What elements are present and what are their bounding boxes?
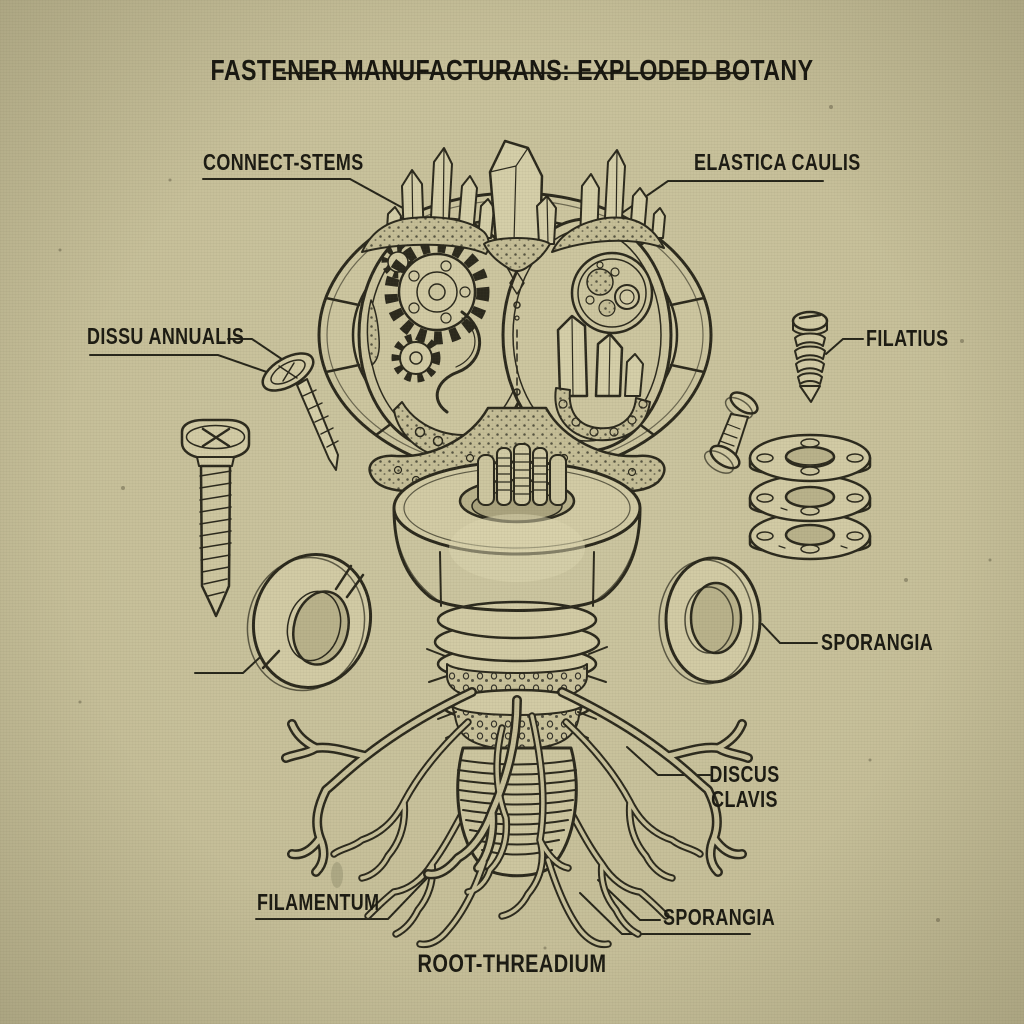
label-connect-stems: CONNECT-STEMS xyxy=(203,149,364,175)
inner-stem-columns xyxy=(477,443,567,506)
label-sporangia-bottom: SPORANGIA xyxy=(663,904,776,930)
slotted-grommet-washer xyxy=(246,552,373,692)
crystal-lobe xyxy=(501,217,673,453)
flange-washer-stack xyxy=(748,433,872,561)
paper-smudge xyxy=(331,862,343,888)
leader-lines xyxy=(89,71,864,935)
label-filatius: FILATIUS xyxy=(866,325,949,351)
label-sporangia-right: SPORANGIA xyxy=(821,629,934,655)
label-filamentum: FILAMENTUM xyxy=(257,889,380,915)
label-discus-clavis: DISCUS CLAVIS xyxy=(709,761,780,812)
angled-countersunk-screw xyxy=(261,352,339,471)
gear-lobe xyxy=(357,217,537,460)
coarse-thread-stub-screw xyxy=(791,310,829,403)
label-root-threadium: ROOT-THREADIUM xyxy=(417,950,607,978)
label-elastica-caulis: ELASTICA CAULIS xyxy=(694,149,861,175)
phillips-pan-head-screw xyxy=(180,418,251,618)
thick-plain-washer xyxy=(658,556,762,685)
root-bulb xyxy=(456,746,578,878)
spore-mounds xyxy=(361,216,665,295)
rivet-pin xyxy=(703,391,759,474)
page-title: FASTENER MANUFACTURANS: EXPLODED BOTANY xyxy=(210,55,814,88)
seed-pod-bolt-head xyxy=(317,139,713,479)
paper-specks xyxy=(58,76,992,950)
label-dissu-annualis: DISSU ANNUALIS xyxy=(87,323,245,349)
